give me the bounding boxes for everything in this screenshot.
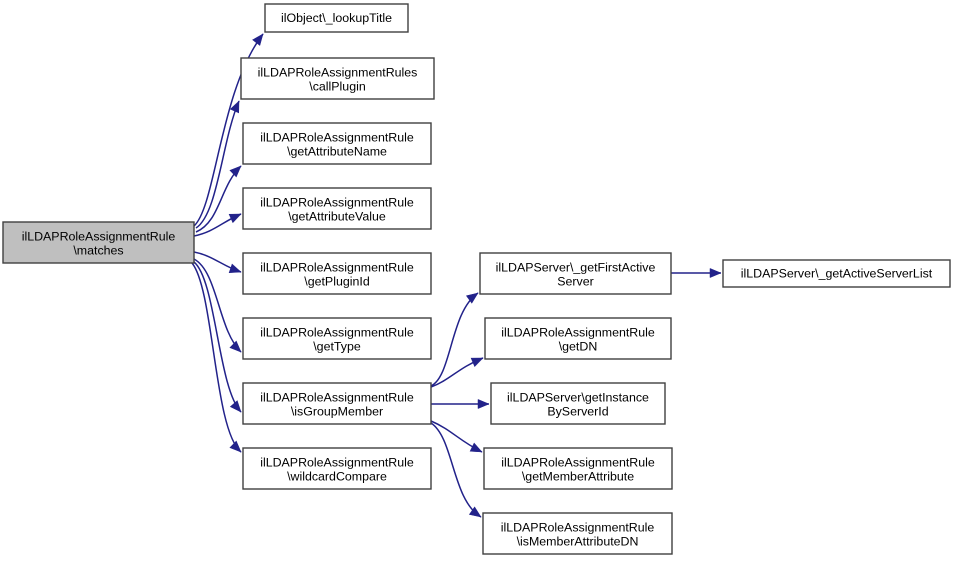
node-box[interactable] (722, 259, 951, 288)
node-label-line1: ilLDAPRoleAssignmentRules (258, 65, 418, 79)
node-label-line1: ilLDAPRoleAssignmentRule (22, 229, 176, 243)
node-label-line2: Server (557, 274, 594, 288)
edge-isGroupMember-to-getMemberAttribute (430, 420, 483, 453)
node-isGroupMember[interactable]: ilLDAPRoleAssignmentRule\isGroupMember (242, 382, 432, 425)
arrowhead-icon (468, 506, 482, 518)
arrowhead-icon (469, 442, 483, 453)
node-box[interactable] (242, 447, 432, 490)
edge-line (430, 422, 482, 518)
edge-matches-to-getPluginId (193, 251, 242, 274)
node-getMemberAttribute[interactable]: ilLDAPRoleAssignmentRule\getMemberAttrib… (483, 447, 673, 490)
node-label-line2: \getDN (559, 339, 598, 353)
edge-matches-to-getAttributeValue (193, 213, 242, 237)
edge-getFirstActiveServer-to-getActiveServerList (671, 268, 722, 278)
node-getType[interactable]: ilLDAPRoleAssignmentRule\getType (242, 317, 432, 360)
arrowhead-icon (229, 165, 242, 178)
node-box[interactable] (242, 382, 432, 425)
node-label-line1: ilLDAPServer\_getActiveServerList (741, 266, 933, 280)
node-label-line2: \wildcardCompare (287, 469, 387, 483)
edge-line (193, 261, 242, 413)
arrowhead-icon (709, 268, 722, 278)
arrowhead-icon (465, 292, 479, 304)
node-layer: ilLDAPRoleAssignmentRule\matchesilObject… (2, 3, 951, 555)
node-box[interactable] (490, 382, 666, 425)
node-label-line1: ilObject\_lookupTitle (281, 11, 392, 25)
node-label-line2: ByServerId (547, 404, 608, 418)
edge-matches-to-callPlugin (195, 100, 240, 229)
node-label-line1: ilLDAPRoleAssignmentRule (260, 260, 414, 274)
edge-isGroupMember-to-isMemberAttributeDN (430, 422, 482, 518)
node-isMemberAttributeDN[interactable]: ilLDAPRoleAssignmentRule\isMemberAttribu… (482, 512, 673, 555)
node-label-line1: ilLDAPRoleAssignmentRule (501, 520, 655, 534)
arrowhead-icon (228, 263, 242, 274)
node-callPlugin[interactable]: ilLDAPRoleAssignmentRules\callPlugin (240, 57, 435, 100)
node-getPluginId[interactable]: ilLDAPRoleAssignmentRule\getPluginId (242, 252, 432, 295)
node-label-line1: ilLDAPRoleAssignmentRule (260, 455, 414, 469)
node-box[interactable] (483, 447, 673, 490)
arrowhead-icon (228, 213, 242, 224)
edge-line (430, 292, 479, 387)
node-getAttributeName[interactable]: ilLDAPRoleAssignmentRule\getAttributeNam… (242, 122, 432, 165)
node-label-line2: \isMemberAttributeDN (517, 534, 639, 548)
node-label-line2: \getType (313, 339, 361, 353)
edge-line (193, 33, 264, 227)
edge-line (191, 262, 242, 453)
node-label-line2: \callPlugin (309, 79, 366, 93)
edge-matches-to-lookupTitle (193, 33, 264, 227)
node-label-line1: ilLDAPServer\getInstance (507, 390, 649, 404)
node-label-line2: \isGroupMember (291, 404, 383, 418)
node-label-line2: \getPluginId (304, 274, 370, 288)
node-box[interactable] (242, 187, 432, 230)
node-label-line2: \getAttributeName (287, 144, 387, 158)
node-box[interactable] (484, 317, 672, 360)
arrowhead-icon (477, 399, 490, 409)
edge-line (195, 100, 240, 229)
node-label-line1: ilLDAPRoleAssignmentRule (501, 455, 655, 469)
node-getDN[interactable]: ilLDAPRoleAssignmentRule\getDN (484, 317, 672, 360)
node-box[interactable] (2, 221, 195, 264)
node-label-line1: ilLDAPServer\_getFirstActive (496, 260, 656, 274)
arrowhead-icon (229, 400, 242, 413)
arrowhead-icon (470, 357, 484, 367)
edge-matches-to-getAttributeName (195, 165, 242, 233)
node-wildcardCompare[interactable]: ilLDAPRoleAssignmentRule\wildcardCompare (242, 447, 432, 490)
node-box[interactable] (242, 122, 432, 165)
node-lookupTitle[interactable]: ilObject\_lookupTitle (264, 3, 409, 33)
node-getActiveServerList[interactable]: ilLDAPServer\_getActiveServerList (722, 259, 951, 288)
node-matches[interactable]: ilLDAPRoleAssignmentRule\matches (2, 221, 195, 264)
edge-isGroupMember-to-getFirstActiveServer (430, 292, 479, 387)
node-box[interactable] (479, 252, 672, 295)
edge-isGroupMember-to-getDN (430, 357, 484, 388)
edge-matches-to-isGroupMember (193, 261, 242, 413)
node-box[interactable] (482, 512, 673, 555)
arrowhead-icon (229, 440, 242, 453)
edge-isGroupMember-to-getInstanceByServerId (431, 399, 490, 409)
arrowhead-icon (252, 33, 264, 46)
node-label-line1: ilLDAPRoleAssignmentRule (260, 325, 414, 339)
edge-matches-to-wildcardCompare (191, 262, 242, 453)
node-getAttributeValue[interactable]: ilLDAPRoleAssignmentRule\getAttributeVal… (242, 187, 432, 230)
node-label-line1: ilLDAPRoleAssignmentRule (260, 130, 414, 144)
node-label-line1: ilLDAPRoleAssignmentRule (260, 390, 414, 404)
node-label-line1: ilLDAPRoleAssignmentRule (501, 325, 655, 339)
node-box[interactable] (242, 252, 432, 295)
node-box[interactable] (242, 317, 432, 360)
node-label-line1: ilLDAPRoleAssignmentRule (260, 195, 414, 209)
arrowhead-icon (229, 100, 240, 114)
node-label-line2: \getAttributeValue (288, 209, 386, 223)
node-box[interactable] (264, 3, 409, 33)
edge-matches-to-getType (193, 258, 242, 353)
node-box[interactable] (240, 57, 435, 100)
node-label-line2: \matches (73, 243, 123, 257)
arrowhead-icon (229, 340, 242, 353)
node-label-line2: \getMemberAttribute (522, 469, 634, 483)
edge-layer (191, 33, 722, 518)
